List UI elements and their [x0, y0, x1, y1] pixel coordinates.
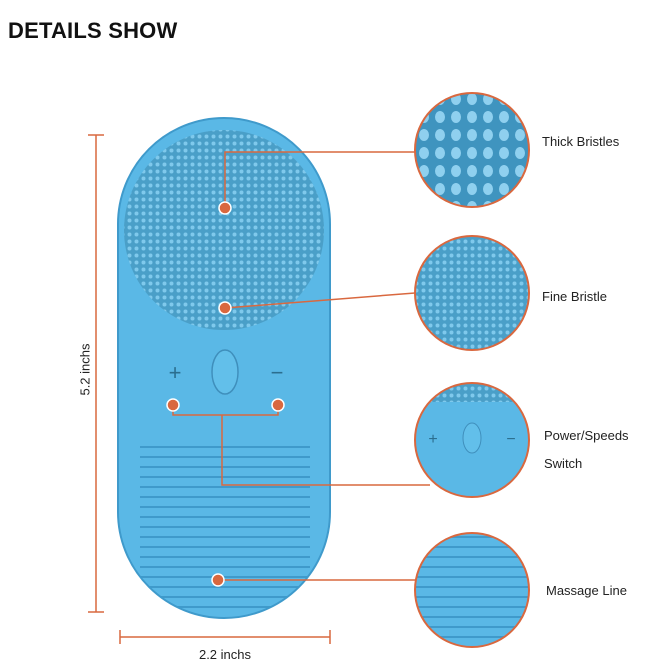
- thick-bristles-label: Thick Bristles: [542, 134, 620, 149]
- massage-line-closeup: [414, 532, 530, 648]
- fine-bristle-closeup: [414, 235, 530, 351]
- cleansing-brush-device: + −: [117, 117, 331, 619]
- closeup-plus-icon: +: [428, 431, 437, 448]
- power-switch-closeup: + −: [414, 382, 530, 498]
- callout-dots: [166, 201, 285, 587]
- fine-bristle-label: Fine Bristle: [542, 289, 608, 304]
- callout-lines: [172, 151, 430, 581]
- power-button: [211, 349, 239, 395]
- power-speeds-label: Power/Speeds: [544, 428, 629, 443]
- minus-button: −: [271, 360, 284, 385]
- height-dimension-line: [88, 134, 104, 613]
- closeup-minus-icon: −: [506, 431, 515, 448]
- massage-line-label: Massage Line: [546, 583, 627, 598]
- thick-bristles-closeup: [414, 92, 530, 208]
- plus-button: +: [169, 360, 182, 385]
- switch-label: Switch: [544, 456, 583, 471]
- massage-grooves: [140, 440, 310, 610]
- bristle-area: [124, 130, 324, 330]
- height-label: 5.2 inchs: [77, 343, 93, 396]
- page-title: DETAILS SHOW: [8, 18, 178, 43]
- width-dimension-line: [119, 630, 331, 644]
- width-label: 2.2 inchs: [198, 647, 252, 662]
